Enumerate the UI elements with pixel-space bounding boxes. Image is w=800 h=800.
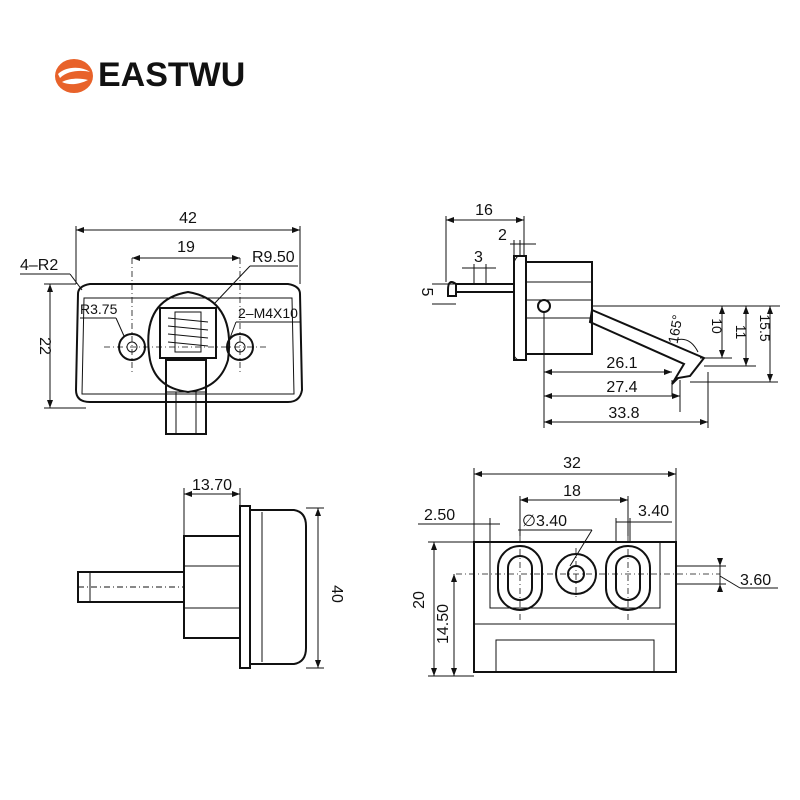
dim-20: 20	[411, 591, 428, 609]
dim-19: 19	[177, 239, 195, 256]
dim-2: 2	[498, 227, 507, 244]
dim-33-8: 33.8	[608, 405, 639, 422]
dim-18: 18	[563, 483, 581, 500]
dim-dia-3-40: ∅3.40	[522, 513, 567, 530]
bl-body	[183, 535, 241, 639]
bl-flange	[239, 505, 251, 669]
dim-13-70: 13.70	[192, 477, 232, 494]
front-view: 42 19 4–R2 R9.50 R3.75 2–M4X10	[20, 210, 304, 435]
side-hook-arm	[588, 308, 706, 385]
spring-icon	[167, 317, 209, 347]
dim-26-1: 26.1	[606, 355, 637, 372]
side-pivot-pin	[537, 299, 551, 313]
brand-name: EASTWU	[98, 56, 246, 94]
dim-r9-50: R9.50	[252, 249, 295, 266]
dim-10: 10	[709, 318, 725, 334]
bottom-left-view: 13.70 40	[77, 477, 345, 669]
dim-3: 3	[474, 249, 483, 266]
dim-14-50: 14.50	[435, 604, 452, 644]
dim-2-m4x10: 2–M4X10	[238, 305, 298, 321]
side-body	[525, 261, 593, 355]
spring-window	[159, 307, 217, 359]
dim-27-4: 27.4	[606, 379, 637, 396]
front-handle-stem	[165, 359, 207, 435]
dim-3-60: 3.60	[740, 572, 771, 589]
front-plate-outline	[74, 283, 304, 403]
side-view: 16 2 3 5 165° 10	[418, 202, 780, 428]
side-shaft	[455, 283, 515, 293]
front-plate-inner	[81, 297, 295, 395]
bl-cap	[249, 509, 307, 665]
side-flange	[513, 255, 527, 361]
dim-40: 40	[328, 585, 345, 603]
dim-42: 42	[179, 210, 197, 227]
dim-4-r2: 4–R2	[20, 257, 58, 274]
dim-5: 5	[418, 288, 435, 297]
dim-16: 16	[475, 202, 493, 219]
spring-cage	[174, 311, 202, 353]
dim-22: 22	[36, 337, 53, 355]
bottom-right-view: 32 18 2.50 ∅3.40 3.40	[411, 455, 778, 677]
dim-32: 32	[563, 455, 581, 472]
dim-r3-75: R3.75	[80, 301, 118, 317]
dim-165deg: 165°	[665, 313, 686, 344]
dim-3-40: 3.40	[638, 503, 669, 520]
front-arc-body	[147, 290, 231, 394]
br-outline	[473, 541, 677, 673]
dim-15-5: 15.5	[757, 314, 773, 341]
dim-11: 11	[733, 325, 749, 340]
dim-2-50: 2.50	[424, 507, 455, 524]
eastwu-logo-icon	[55, 59, 93, 93]
